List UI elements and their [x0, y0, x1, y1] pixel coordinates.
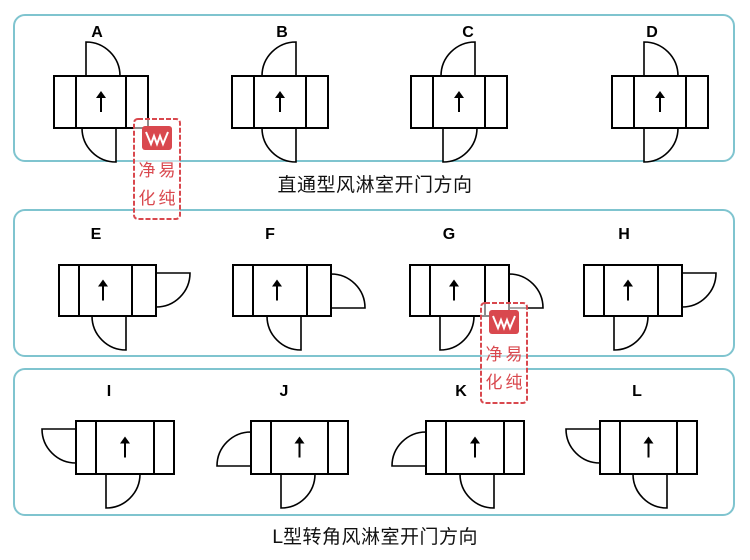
- door-swing-arc: [261, 41, 297, 77]
- up-arrow-head-icon: [272, 279, 282, 287]
- seal-logo-icon: [142, 126, 172, 150]
- door-swing-arc: [565, 428, 601, 464]
- door-swing-arc: [280, 473, 316, 509]
- seal-logo-icon: [489, 310, 519, 334]
- unit-label: G: [442, 226, 456, 243]
- shower-body: [58, 264, 157, 317]
- door-swing-arc: [442, 127, 478, 163]
- door-swing-arc: [439, 315, 475, 351]
- door-swing-arc: [440, 41, 476, 77]
- watermark-seal: 净易化纯: [480, 302, 528, 404]
- door-swing-arc: [105, 473, 141, 509]
- door-swing-arc: [41, 428, 77, 464]
- door-swing-arc: [85, 41, 121, 77]
- door-swing-arc: [261, 127, 297, 163]
- door-swing-arc: [613, 315, 649, 351]
- unit-label: H: [618, 226, 630, 243]
- seal-character: 化: [139, 189, 156, 209]
- door-swing-arc: [81, 127, 117, 163]
- seal-character: 化: [486, 373, 503, 393]
- up-arrow-head-icon: [98, 279, 108, 287]
- up-arrow-head-icon: [655, 91, 665, 98]
- seal-character: 净: [486, 345, 503, 365]
- door-swing-arc: [266, 315, 302, 351]
- unit-label: J: [279, 383, 289, 400]
- up-arrow-head-icon: [275, 91, 285, 98]
- door-swing-arc: [459, 473, 495, 509]
- door-swing-arc: [155, 272, 191, 308]
- section-panel-l-type: [13, 368, 735, 516]
- door-swing-arc: [391, 431, 427, 467]
- seal-logo-mark-icon: [492, 315, 516, 331]
- seal-character: 纯: [159, 189, 176, 209]
- section-panel-straight: [13, 14, 735, 162]
- up-arrow-head-icon: [643, 436, 654, 444]
- section-panel-middle: [13, 209, 735, 357]
- door-swing-arc: [681, 272, 717, 308]
- up-arrow-head-icon: [96, 91, 106, 98]
- seal-logo-mark-icon: [145, 131, 169, 147]
- unit-label: L: [632, 383, 642, 400]
- up-arrow-head-icon: [454, 91, 464, 98]
- door-swing-arc: [643, 41, 679, 77]
- door-swing-arc: [632, 473, 668, 509]
- door-swing-arc: [330, 273, 366, 309]
- seal-character: 净: [139, 161, 156, 181]
- unit-label: B: [276, 24, 288, 41]
- unit-label: F: [265, 226, 275, 243]
- unit-label: A: [91, 24, 103, 41]
- unit-label: C: [462, 24, 474, 41]
- door-swing-arc: [508, 273, 544, 309]
- shower-body: [583, 264, 683, 317]
- shower-body: [410, 75, 508, 129]
- up-arrow-head-icon: [294, 436, 305, 444]
- seal-character: 易: [159, 161, 176, 181]
- seal-character: 纯: [506, 373, 523, 393]
- unit-label: E: [90, 226, 102, 243]
- shower-body: [232, 264, 332, 317]
- caption-l-type: L型转角风淋室开门方向: [271, 526, 479, 548]
- up-arrow-head-icon: [120, 436, 130, 444]
- unit-label: D: [646, 24, 658, 41]
- door-swing-arc: [643, 127, 679, 163]
- door-swing-arc: [216, 431, 252, 467]
- unit-label: I: [106, 383, 112, 400]
- up-arrow-head-icon: [449, 279, 459, 287]
- watermark-seal: 净易化纯: [133, 118, 181, 220]
- up-arrow-head-icon: [470, 436, 480, 444]
- up-arrow-head-icon: [623, 279, 633, 287]
- unit-label: K: [455, 383, 467, 400]
- caption-straight-type: 直通型风淋室开门方向: [277, 174, 473, 196]
- door-swing-arc: [91, 315, 127, 351]
- seal-character: 易: [506, 345, 523, 365]
